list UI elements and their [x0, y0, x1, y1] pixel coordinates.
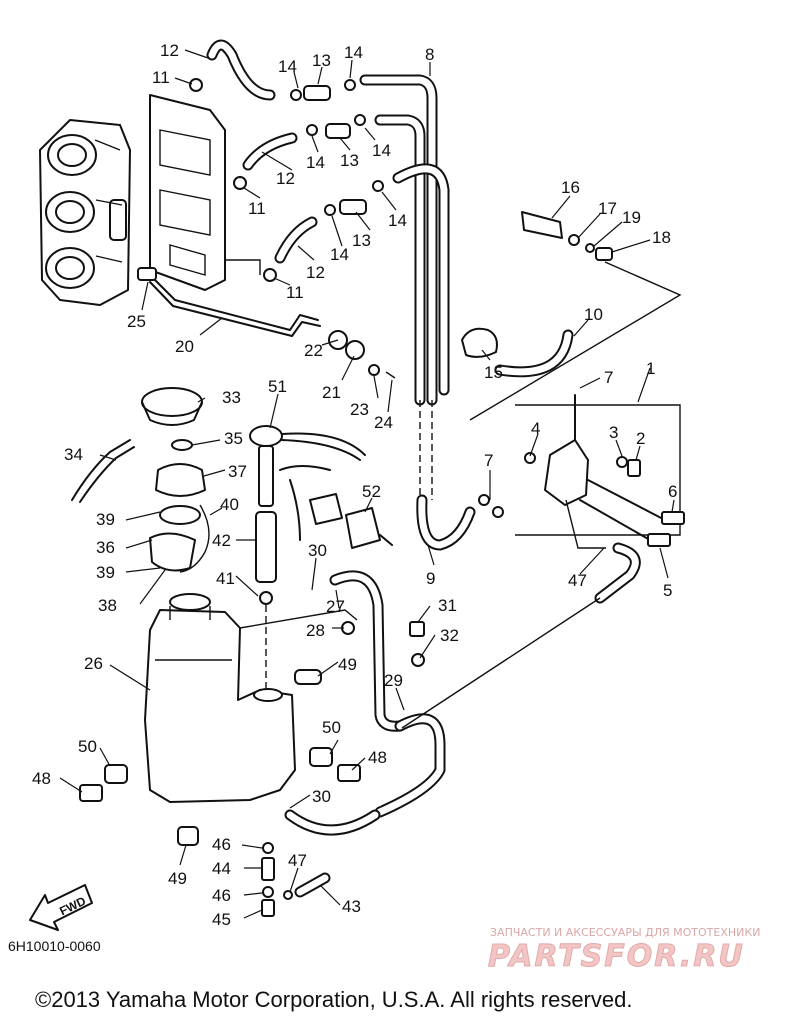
callout-45: 45	[212, 910, 231, 929]
callout-52: 52	[362, 482, 381, 501]
callout-33: 33	[222, 388, 241, 407]
callout-39: 39	[96, 563, 115, 582]
callout-32: 32	[440, 626, 459, 645]
callout-14: 14	[344, 43, 363, 62]
callout-50: 50	[78, 737, 97, 756]
long-hoses-8-9	[359, 74, 476, 551]
callout-10: 10	[584, 305, 603, 324]
callout-17: 17	[598, 199, 617, 218]
diagram-code: 6H10010-0060	[8, 938, 101, 954]
callout-47: 47	[568, 571, 587, 590]
callout-23: 23	[350, 400, 369, 419]
callout-14: 14	[278, 57, 297, 76]
callout-14: 14	[372, 141, 391, 160]
callout-22: 22	[304, 341, 323, 360]
hose-47	[565, 499, 641, 604]
callout-14: 14	[306, 153, 325, 172]
leader-lines	[59, 49, 675, 919]
watermark: ЗАПЧАСТИ И АКСЕССУАРЫ ДЛЯ МОТОТЕХНИКИ PA…	[488, 926, 761, 975]
engine-block	[39, 94, 261, 306]
callout-18: 18	[652, 228, 671, 247]
callout-19: 19	[622, 208, 641, 227]
callout-7: 7	[604, 368, 613, 387]
callout-37: 37	[228, 462, 247, 481]
callout-21: 21	[322, 383, 341, 402]
callout-29: 29	[384, 671, 403, 690]
hose-10-bracket-15	[461, 327, 574, 378]
callout-47: 47	[288, 851, 307, 870]
callout-1: 1	[646, 359, 655, 378]
callout-40: 40	[220, 495, 239, 514]
callout-12: 12	[160, 41, 179, 60]
callout-11: 11	[152, 68, 170, 87]
callout-13: 13	[352, 231, 371, 250]
callout-11: 11	[248, 199, 266, 218]
callout-34: 34	[64, 445, 83, 464]
callout-13: 13	[340, 151, 359, 170]
callout-12: 12	[276, 169, 295, 188]
callout-26: 26	[84, 654, 103, 673]
callout-44: 44	[212, 859, 231, 878]
callout-46: 46	[212, 835, 231, 854]
callout-30: 30	[312, 787, 331, 806]
sensor-52	[279, 465, 393, 549]
callout-41: 41	[216, 569, 235, 588]
fittings-48-50	[79, 621, 425, 846]
fuel-pump-assembly-1	[478, 394, 685, 547]
oil-tank-26	[144, 593, 358, 803]
callout-49: 49	[168, 869, 187, 888]
callout-20: 20	[175, 337, 194, 356]
callout-12: 12	[306, 263, 325, 282]
callout-24: 24	[374, 413, 393, 432]
callout-49: 49	[338, 655, 357, 674]
oil-cap-group	[71, 387, 210, 573]
callout-48: 48	[368, 748, 387, 767]
watermark-tagline: ЗАПЧАСТИ И АКСЕССУАРЫ ДЛЯ МОТОТЕХНИКИ	[490, 926, 760, 939]
copyright-notice: ©2013 Yamaha Motor Corporation, U.S.A. A…	[35, 987, 632, 1012]
callout-5: 5	[663, 581, 672, 600]
callout-28: 28	[306, 621, 325, 640]
watermark-brand: PARTSFOR.RU	[488, 939, 745, 974]
callout-38: 38	[98, 596, 117, 615]
callout-2: 2	[636, 429, 645, 448]
callout-50: 50	[322, 718, 341, 737]
callout-35: 35	[224, 429, 243, 448]
callout-43: 43	[342, 897, 361, 916]
callout-9: 9	[426, 569, 435, 588]
fuel-line-20	[137, 267, 321, 337]
callout-14: 14	[330, 245, 349, 264]
callout-30: 30	[308, 541, 327, 560]
callout-11: 11	[286, 283, 304, 302]
fuel-hoses-12	[206, 39, 318, 264]
callout-15: 15	[484, 363, 503, 382]
small-parts-43-46	[261, 842, 331, 917]
hoses-27-29	[284, 570, 601, 836]
callout-48: 48	[32, 769, 51, 788]
callout-25: 25	[127, 312, 146, 331]
fwd-arrow-icon: FWD	[29, 884, 93, 931]
callout-31: 31	[438, 596, 457, 615]
callout-6: 6	[668, 482, 677, 501]
callout-16: 16	[561, 178, 580, 197]
callout-46: 46	[212, 886, 231, 905]
callout-7: 7	[484, 451, 493, 470]
callout-4: 4	[531, 419, 540, 438]
callout-39: 39	[96, 510, 115, 529]
callout-42: 42	[212, 531, 231, 550]
callout-numbers: 12 11 14 13 14 8 14 13 14 12 11 14 13 14…	[32, 41, 677, 929]
callout-13: 13	[312, 51, 331, 70]
callout-51: 51	[268, 377, 287, 396]
fittings-21-24	[328, 330, 396, 379]
clamps-and-filters	[189, 78, 384, 282]
connector-16-19	[469, 211, 682, 421]
callout-27: 27	[326, 597, 345, 616]
callout-36: 36	[96, 538, 115, 557]
callout-8: 8	[425, 45, 434, 64]
callout-3: 3	[609, 423, 618, 442]
callout-14: 14	[388, 211, 407, 230]
level-gauge-51	[249, 425, 366, 700]
